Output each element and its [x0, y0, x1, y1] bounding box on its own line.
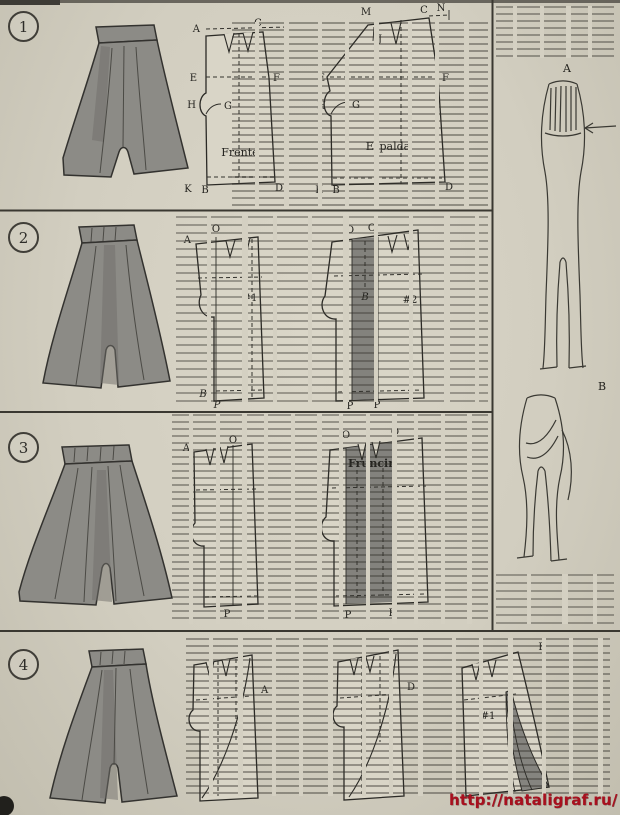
section-number-1: 1 — [8, 11, 39, 42]
scan-blob-artifact — [0, 796, 14, 815]
garment-illustration-2 — [42, 224, 171, 389]
pattern-letter: G — [224, 101, 232, 112]
illegible-text-block — [186, 638, 610, 796]
pattern-letter: C — [420, 5, 428, 16]
figure-back-view: B — [516, 380, 606, 562]
section-number-3: 3 — [8, 432, 39, 463]
illegible-text-block — [172, 414, 488, 624]
pattern-letter: P — [213, 400, 221, 411]
scan-edge-artifact — [0, 0, 620, 3]
figure-label-a: A — [562, 62, 572, 75]
pattern-letter: A — [192, 24, 201, 35]
garment-illustration-1 — [62, 24, 189, 178]
pattern-letter: M — [361, 7, 371, 18]
illegible-text-block — [232, 22, 488, 206]
pattern-letter: N — [437, 3, 446, 14]
scan-edge-artifact — [0, 0, 60, 5]
pattern-letter: B — [201, 185, 208, 196]
figure-front-view: A — [539, 62, 617, 370]
pattern-letter: K — [184, 184, 192, 195]
illegible-text-block — [496, 6, 614, 58]
garment-illustration-4 — [49, 648, 178, 804]
garment-illustration-3 — [18, 444, 173, 606]
pattern-letter: H — [187, 100, 196, 111]
illegible-text-block — [496, 574, 614, 624]
pattern-letter: P — [347, 401, 354, 412]
illegible-text-block — [176, 216, 488, 402]
pattern-letter: P — [374, 400, 381, 411]
pattern-letter: E — [190, 73, 197, 84]
section-number-4: 4 — [8, 649, 39, 680]
figure-label-b: B — [598, 380, 606, 393]
arrow-icon — [584, 122, 617, 134]
section-number-2: 2 — [8, 222, 39, 253]
watermark-url: http://nataligraf.ru/ — [449, 791, 618, 809]
